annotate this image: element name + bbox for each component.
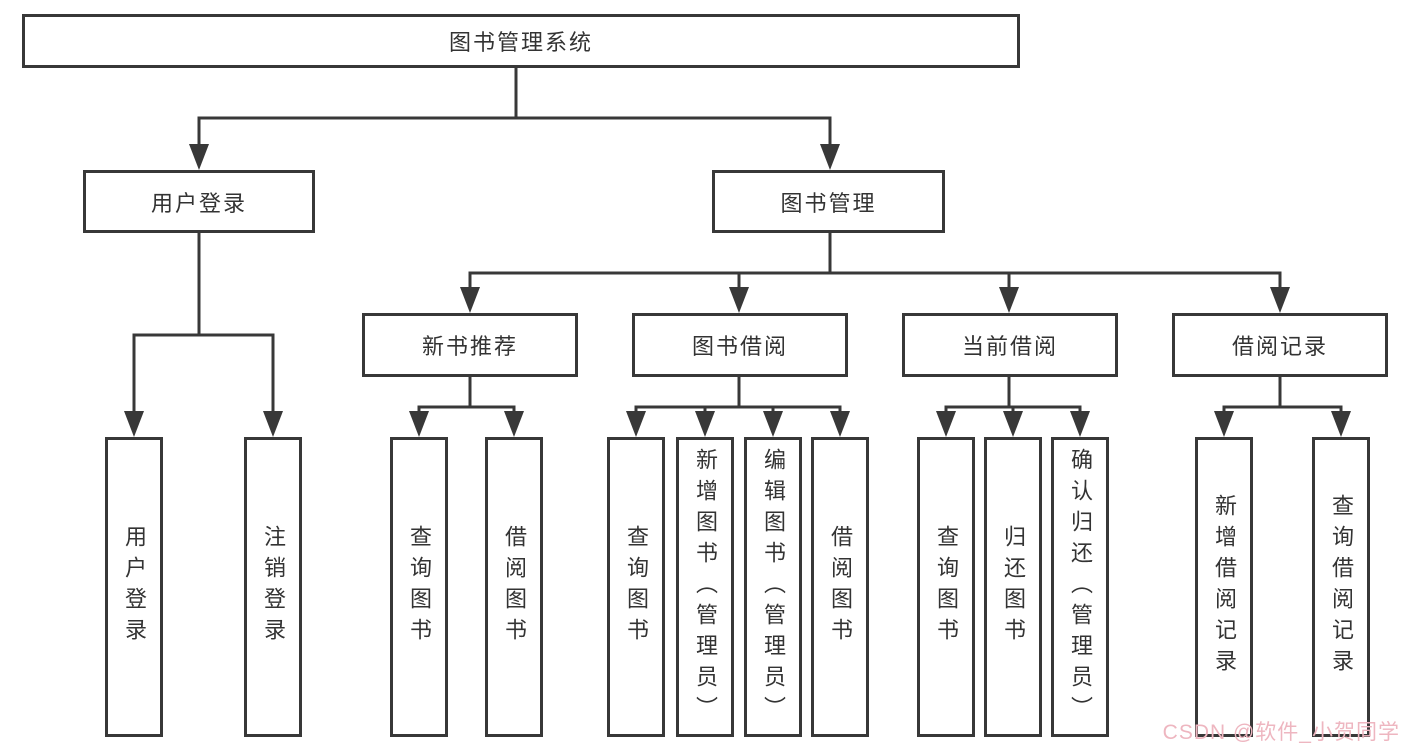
connector-book-borrow-to-leaves	[626, 375, 850, 437]
leaf-label: 确认归还（管理员）	[1068, 447, 1093, 727]
leaf-user-login: 用户登录	[105, 437, 163, 737]
leaf-label: 查询图书	[624, 525, 649, 649]
leaf-label: 查询图书	[407, 525, 432, 649]
connector-book-mgmt-to-level3	[460, 231, 1290, 313]
node-borrowing-records: 借阅记录	[1172, 313, 1388, 377]
leaf-label: 借阅图书	[502, 525, 527, 649]
leaf-label: 新增图书（管理员）	[693, 447, 718, 727]
leaf-return-books: 归还图书	[984, 437, 1042, 737]
connector-user-login-to-leaves	[124, 231, 283, 437]
leaf-query-books: 查询图书	[917, 437, 975, 737]
leaf-label: 查询图书	[934, 525, 959, 649]
connector-new-book-to-leaves	[409, 375, 524, 437]
leaf-label: 借阅图书	[828, 525, 853, 649]
connector-root-to-level2	[189, 66, 840, 170]
leaf-label: 新增借阅记录	[1212, 494, 1237, 680]
leaf-label: 归还图书	[1001, 525, 1026, 649]
leaf-label: 用户登录	[122, 525, 147, 649]
leaf-label: 查询借阅记录	[1329, 494, 1354, 680]
leaf-add-books-admin: 新增图书（管理员）	[676, 437, 734, 737]
leaf-query-borrow-record: 查询借阅记录	[1312, 437, 1370, 737]
node-user-login: 用户登录	[83, 170, 315, 233]
leaf-add-borrow-record: 新增借阅记录	[1195, 437, 1253, 737]
leaf-confirm-return-admin: 确认归还（管理员）	[1051, 437, 1109, 737]
node-current-borrowing: 当前借阅	[902, 313, 1118, 377]
leaf-edit-books-admin: 编辑图书（管理员）	[744, 437, 802, 737]
leaf-query-books: 查询图书	[607, 437, 665, 737]
node-library-system: 图书管理系统	[22, 14, 1020, 68]
leaf-logout: 注销登录	[244, 437, 302, 737]
leaf-query-books: 查询图书	[390, 437, 448, 737]
leaf-borrow-books: 借阅图书	[811, 437, 869, 737]
leaf-borrow-books: 借阅图书	[485, 437, 543, 737]
connector-borrow-records-to-leaves	[1214, 375, 1351, 437]
node-book-management: 图书管理	[712, 170, 945, 233]
csdn-watermark: CSDN @软件_小贺同学	[1162, 721, 1400, 744]
node-new-book-recommend: 新书推荐	[362, 313, 578, 377]
leaf-label: 编辑图书（管理员）	[761, 447, 786, 727]
connector-current-borrow-to-leaves	[936, 375, 1090, 437]
leaf-label: 注销登录	[261, 525, 286, 649]
node-book-borrowing: 图书借阅	[632, 313, 848, 377]
